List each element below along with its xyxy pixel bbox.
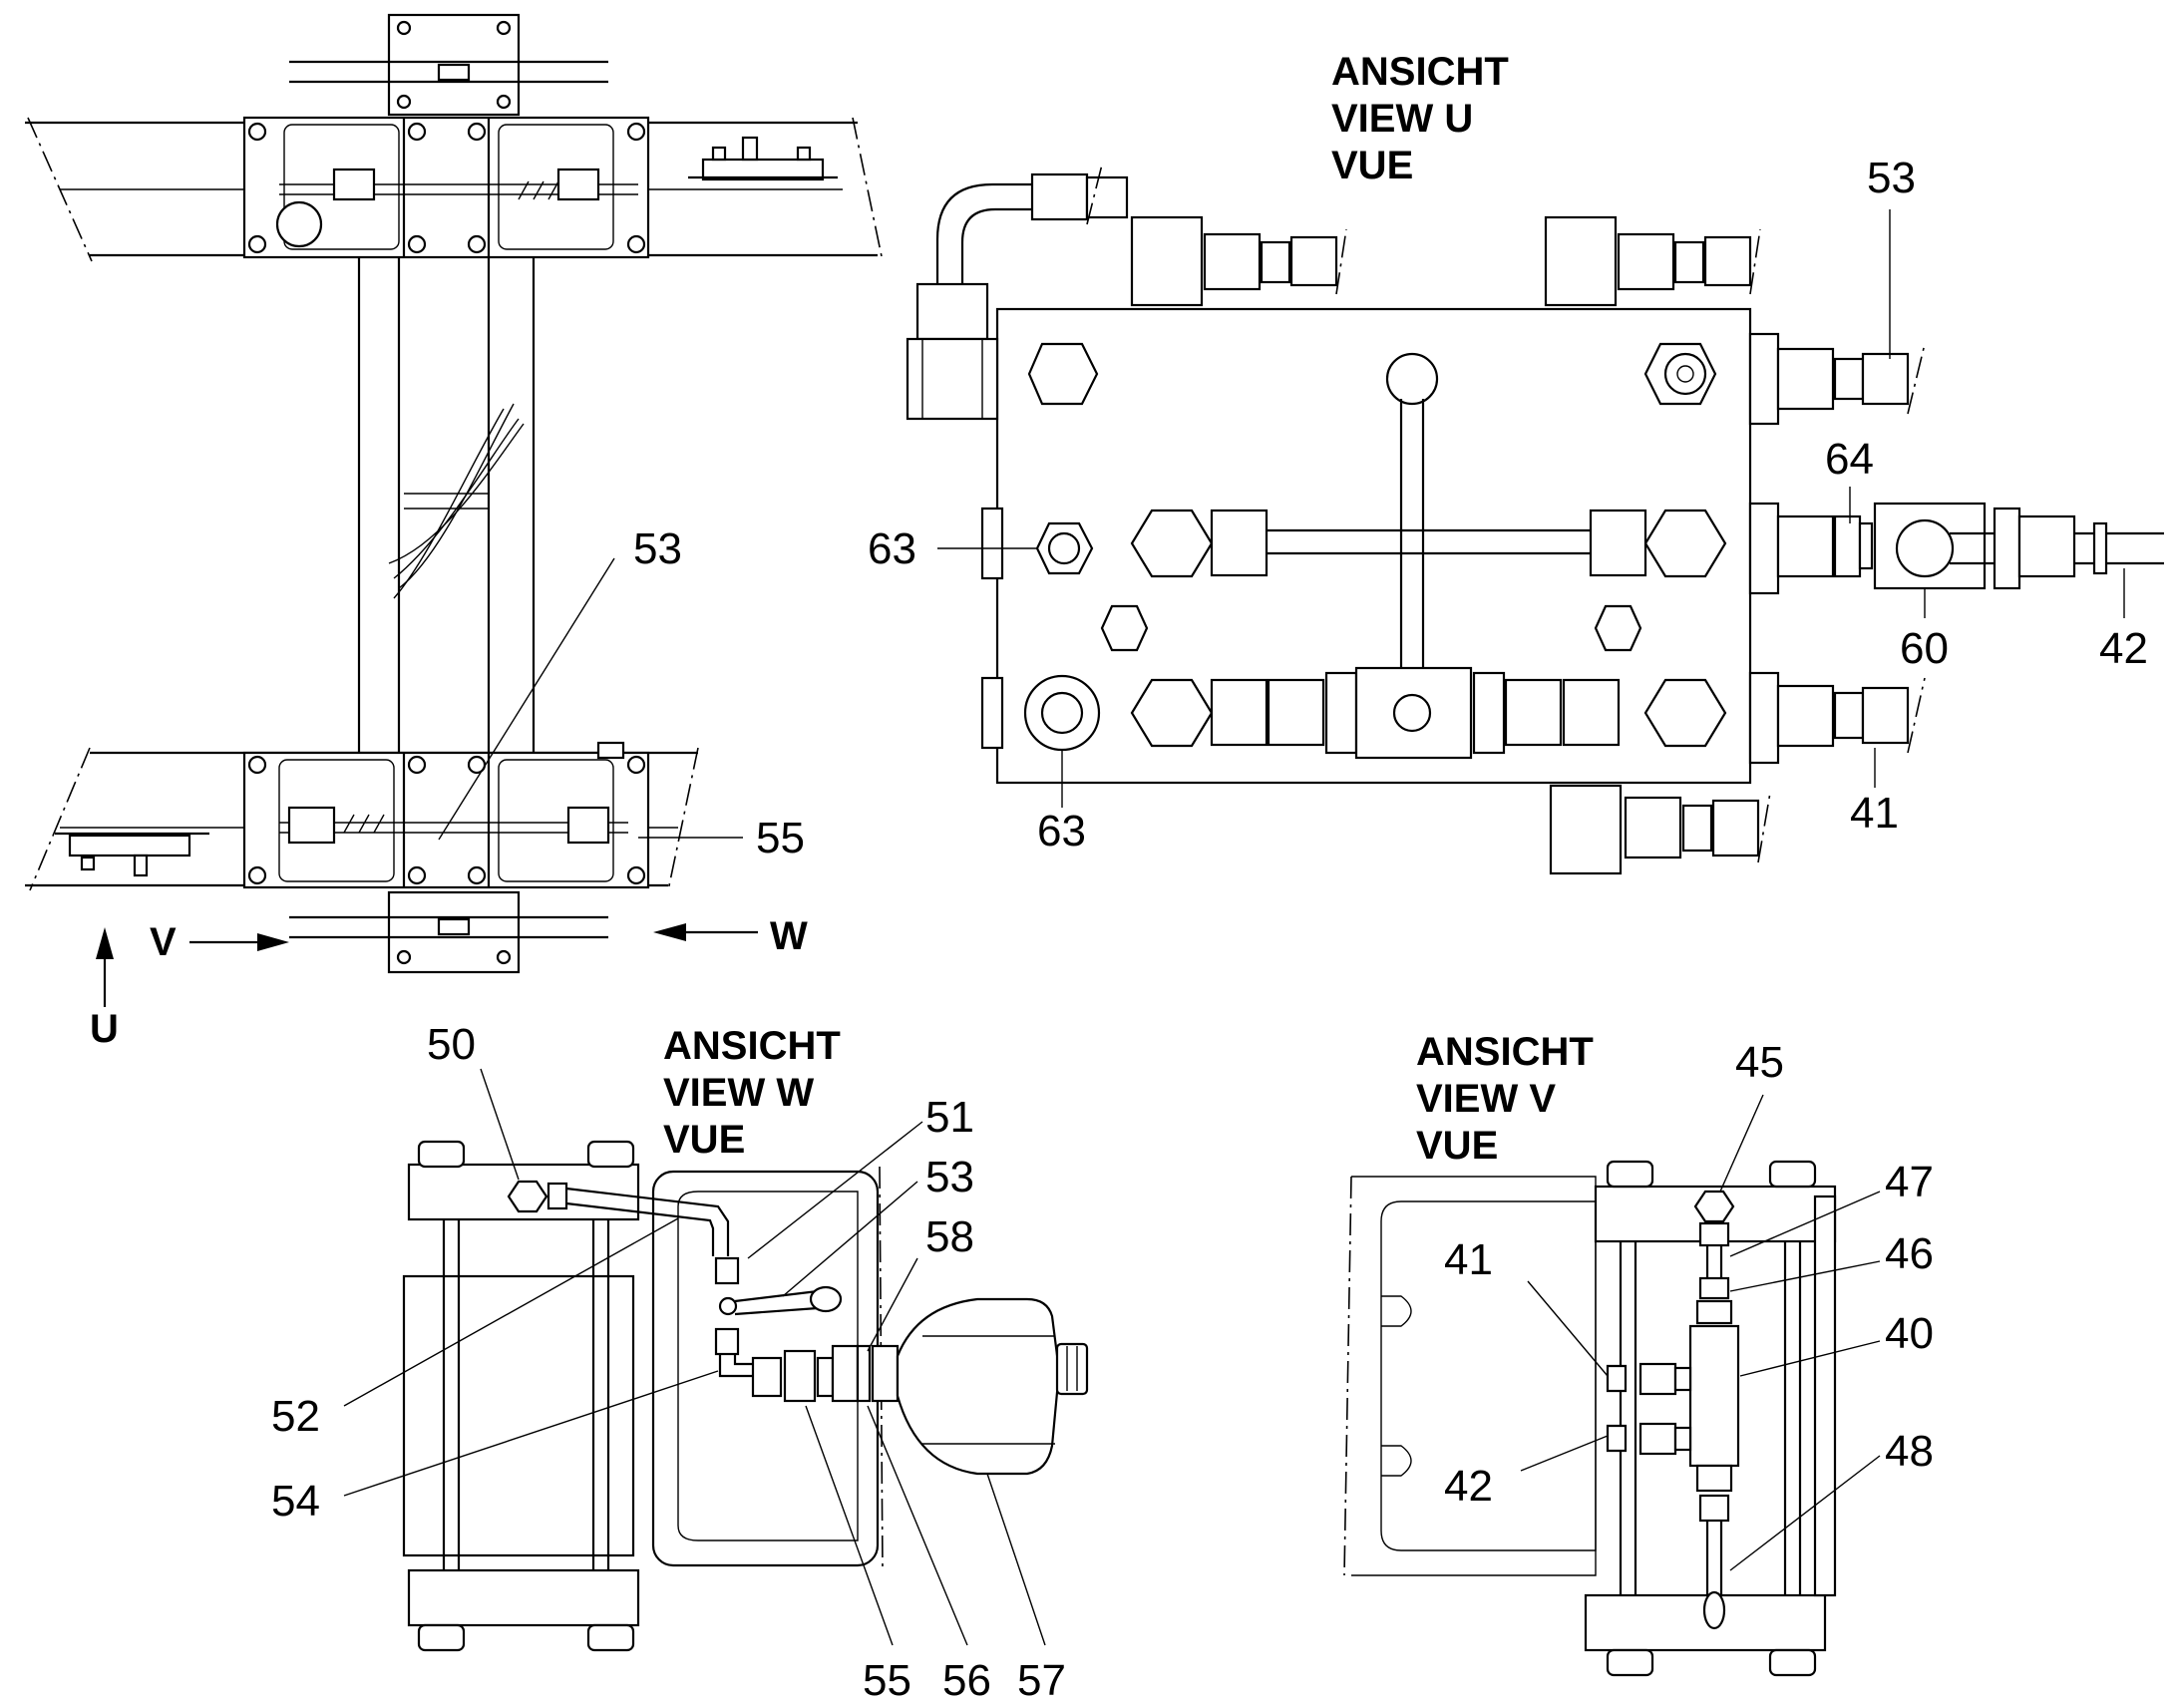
view-u-title-line1: ANSICHT [1331,50,1509,94]
view-w-callout-50: 50 [427,1020,476,1069]
view-v-callout-48: 48 [1885,1427,1934,1476]
overview-drawing [25,13,884,1007]
view-w-drawing [343,1068,1089,1652]
view-w-callout-56: 56 [942,1656,991,1705]
view-v-callout-42: 42 [1444,1462,1493,1511]
view-v-callout-46: 46 [1885,1229,1934,1278]
view-u-callout-63-lower: 63 [1037,807,1086,855]
view-v-callout-45: 45 [1735,1038,1784,1087]
view-w-title-line2: VIEW W [663,1071,814,1115]
view-v-drawing [1343,1094,1881,1677]
view-u-callout-63-upper: 63 [868,524,916,573]
arrow-label-v: V [150,920,177,964]
view-w-title-line1: ANSICHT [663,1024,841,1068]
overview-callout-53: 53 [633,524,682,573]
view-w-callout-57: 57 [1017,1656,1066,1705]
view-v-title-line3: VUE [1416,1124,1498,1168]
view-v-callout-40: 40 [1885,1309,1934,1358]
view-v-title-line2: VIEW V [1416,1077,1556,1121]
view-u-callout-64: 64 [1825,435,1874,484]
view-u-callout-53: 53 [1867,154,1916,202]
view-u-title-line3: VUE [1331,144,1413,187]
view-u-drawing [906,164,2164,875]
view-w-callout-54: 54 [271,1477,320,1526]
view-w-callout-58: 58 [925,1212,974,1261]
view-u-callout-60: 60 [1900,624,1949,673]
view-v-callout-47: 47 [1885,1158,1934,1206]
view-w-callout-52: 52 [271,1392,320,1441]
view-w-callout-55: 55 [863,1656,911,1705]
overview-callout-55: 55 [756,814,805,862]
view-w-callout-53: 53 [925,1153,974,1201]
view-v-title-line1: ANSICHT [1416,1030,1594,1074]
view-v-callout-41: 41 [1444,1235,1493,1284]
view-w-title-line3: VUE [663,1118,745,1162]
arrow-label-w: W [770,914,808,958]
view-w-callout-51: 51 [925,1093,974,1142]
view-u-title-line2: VIEW U [1331,97,1473,141]
arrow-label-u: U [90,1007,119,1051]
view-u-callout-41: 41 [1850,789,1899,838]
view-u-callout-42: 42 [2099,624,2148,673]
